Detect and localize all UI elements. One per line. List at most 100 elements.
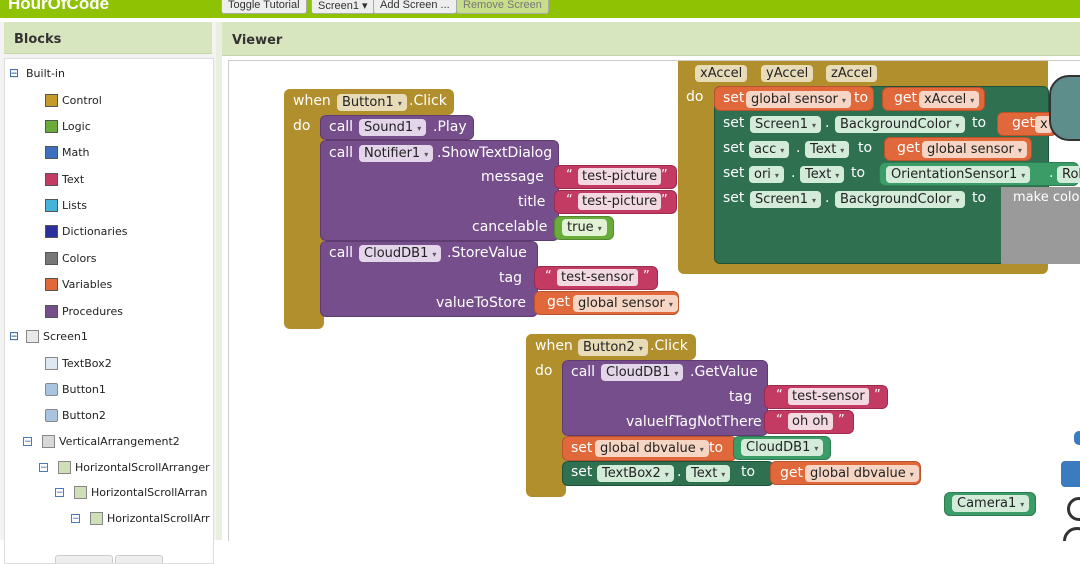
string-value[interactable]: test-picture — [578, 168, 662, 185]
collapse-icon[interactable]: ⊟ — [9, 65, 20, 80]
param-chip[interactable]: yAccel — [761, 65, 814, 82]
tree-varr2[interactable]: − VerticalArrangement2 — [23, 430, 180, 452]
component-dropdown[interactable]: Screen1▾ — [750, 116, 821, 133]
component-dropdown[interactable]: Button1▾ — [337, 94, 407, 111]
center-workspace-icon[interactable] — [1067, 497, 1080, 521]
drawer-dictionaries[interactable]: Dictionaries — [45, 220, 127, 242]
tree-hsa3[interactable]: − HorizontalScrollArr — [71, 507, 210, 529]
variable-dropdown[interactable]: x — [1035, 116, 1053, 133]
property-dropdown[interactable]: BackgroundColor▾ — [835, 116, 965, 133]
property-dropdown[interactable]: BackgroundColor▾ — [835, 191, 965, 208]
zoom-control-icon[interactable] — [1061, 461, 1080, 487]
drawer-procedures[interactable]: Procedures — [45, 300, 123, 322]
make-color-block[interactable] — [1001, 187, 1080, 264]
string-value[interactable]: test-picture — [578, 193, 662, 210]
lists-swatch-icon — [45, 198, 58, 212]
variable-dropdown[interactable]: global sensor▾ — [573, 295, 678, 312]
when-label: when — [293, 93, 331, 109]
tree-textbox2[interactable]: TextBox2 — [45, 352, 112, 374]
collapse-icon[interactable]: ⊟ — [9, 328, 20, 343]
param-label: message — [481, 169, 544, 185]
component-dropdown[interactable]: Notifier1▾ — [359, 145, 434, 162]
collapse-icon[interactable]: − — [23, 436, 32, 447]
property-dropdown[interactable]: Text▾ — [805, 141, 850, 158]
variable-dropdown[interactable]: global sensor▾ — [746, 91, 851, 108]
dropdown-value: Text — [805, 167, 832, 182]
collapse-icon[interactable]: − — [71, 513, 80, 524]
collapse-icon[interactable]: − — [55, 487, 64, 498]
math-swatch-icon — [45, 145, 58, 159]
backpack-icon[interactable] — [1049, 75, 1080, 141]
dropdown-value: global sensor — [927, 142, 1014, 157]
chevron-down-icon: ▾ — [955, 196, 960, 205]
dropdown-value: Text — [691, 466, 718, 481]
chevron-down-icon: ▾ — [909, 470, 914, 479]
component-dropdown[interactable]: Button2▾ — [578, 339, 648, 356]
drawer-logic[interactable]: Logic — [45, 115, 91, 137]
string-value[interactable]: test-sensor — [788, 388, 869, 405]
chevron-down-icon: ▾ — [970, 96, 975, 105]
tree-hsa1[interactable]: − HorizontalScrollArranger — [39, 456, 210, 478]
component-dropdown[interactable]: CloudDB1▾ — [741, 439, 824, 456]
variable-dropdown[interactable]: global dbvalue▾ — [805, 465, 919, 482]
property-dropdown[interactable]: Text▾ — [686, 465, 731, 482]
tree-screen1[interactable]: ⊟ Screen1 — [9, 325, 88, 347]
dropdown-value: global sensor — [578, 296, 665, 311]
component-dropdown[interactable]: CloudDB1▾ — [359, 245, 442, 262]
component-dropdown[interactable]: TextBox2▾ — [597, 465, 674, 482]
tree-hsa2[interactable]: − HorizontalScrollArran — [55, 481, 207, 503]
tree-button1[interactable]: Button1 — [45, 378, 106, 400]
drawer-math[interactable]: Math — [45, 141, 90, 163]
component-dropdown[interactable]: CloudDB1▾ — [601, 364, 684, 381]
screen-select-dropdown[interactable]: Screen1 ▾ — [311, 0, 375, 14]
panel-button[interactable] — [55, 555, 113, 563]
toggle-tutorial-button[interactable]: Toggle Tutorial — [221, 0, 307, 14]
colors-swatch-icon — [45, 251, 58, 265]
drawer-label: Lists — [62, 198, 87, 212]
to-label: to — [854, 90, 869, 106]
do-label: do — [686, 89, 704, 105]
quote-close-icon: ” — [838, 413, 845, 428]
remove-screen-button[interactable]: Remove Screen — [456, 0, 549, 14]
chevron-down-icon: ▾ — [397, 99, 402, 108]
component-dropdown[interactable]: ori▾ — [749, 166, 784, 183]
drawer-text[interactable]: Text — [45, 168, 84, 190]
param-chip[interactable]: xAccel — [695, 65, 748, 82]
variable-dropdown[interactable]: global dbvalue▾ — [595, 440, 709, 457]
component-dropdown[interactable]: Sound1▾ — [359, 119, 427, 136]
to-label: to — [741, 464, 756, 480]
get-label: get — [547, 294, 570, 310]
dot-separator: . — [796, 140, 801, 156]
blocks-workspace[interactable]: when Button1▾ .Click do call Sound1▾ .Pl… — [228, 60, 1080, 541]
component-dropdown[interactable]: acc▾ — [749, 141, 790, 158]
collapse-icon[interactable]: − — [39, 462, 48, 473]
boolean-dropdown[interactable]: true▾ — [562, 219, 607, 236]
chevron-down-icon: ▾ — [721, 470, 726, 479]
tree-builtin[interactable]: ⊟ Built-in — [9, 62, 65, 84]
panel-splitter[interactable] — [216, 22, 222, 540]
drawer-lists[interactable]: Lists — [45, 194, 87, 216]
drawer-variables[interactable]: Variables — [45, 273, 112, 295]
property-dropdown[interactable]: Roll▾ — [1057, 166, 1080, 183]
string-value[interactable]: oh oh — [788, 413, 833, 430]
variable-dropdown[interactable]: xAccel▾ — [919, 91, 980, 108]
zoom-in-icon[interactable] — [1063, 527, 1080, 541]
component-dropdown[interactable]: OrientationSensor1▾ — [886, 166, 1031, 183]
tree-button2[interactable]: Button2 — [45, 404, 106, 426]
component-label: TextBox2 — [62, 356, 112, 370]
param-label: cancelable — [472, 219, 548, 235]
add-screen-button[interactable]: Add Screen ... — [373, 0, 457, 14]
event-body[interactable] — [526, 334, 566, 497]
component-dropdown[interactable]: Camera1▾ — [952, 495, 1030, 512]
string-value[interactable]: test-sensor — [557, 269, 638, 286]
param-chip[interactable]: zAccel — [826, 65, 878, 82]
property-dropdown[interactable]: Text▾ — [800, 166, 845, 183]
variable-dropdown[interactable]: global sensor▾ — [922, 141, 1027, 158]
drawer-control[interactable]: Control — [45, 89, 102, 111]
chevron-down-icon: ▾ — [955, 121, 960, 130]
event-body[interactable] — [284, 89, 324, 329]
panel-button[interactable] — [115, 555, 163, 563]
component-dropdown[interactable]: Screen1▾ — [750, 191, 821, 208]
drawer-colors[interactable]: Colors — [45, 247, 96, 269]
scroll-indicator-icon[interactable] — [1074, 431, 1080, 445]
